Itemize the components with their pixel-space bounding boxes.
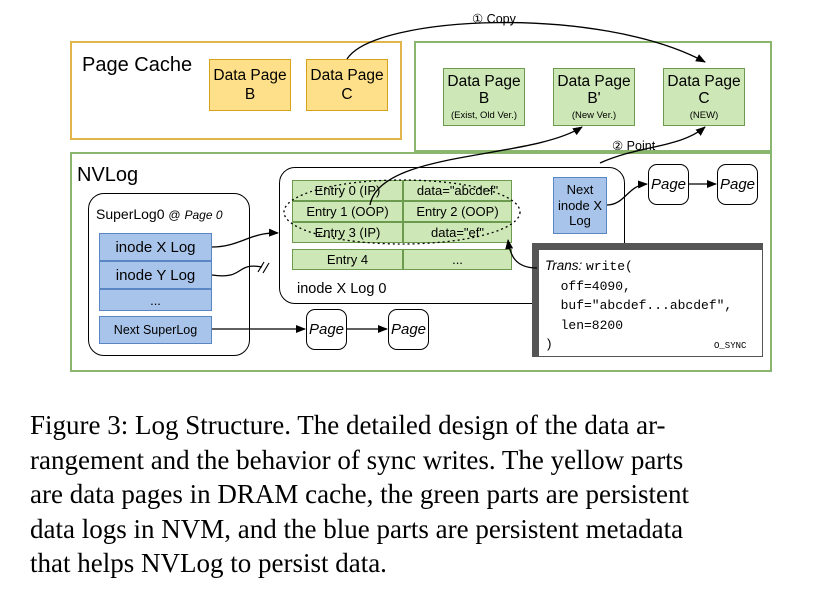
nvm-data-page-b-note: (Exist, Old Ver.) <box>451 110 517 121</box>
next-inode-line-3: Log <box>569 213 591 229</box>
dram-data-page-c: Data Page C <box>306 59 388 111</box>
transaction-trans: Trans: <box>545 258 583 273</box>
nvm-data-page-c: Data Page C (NEW) <box>663 68 745 126</box>
caption-line-2: rangement and the behavior of sync write… <box>30 444 684 475</box>
copy-arrow <box>346 21 706 63</box>
superlog-title-page: Page 0 <box>184 208 223 222</box>
page-box-superlog-1: Page <box>306 309 347 350</box>
page-cache-frame <box>70 41 402 140</box>
nvm-data-page-b-prime-id: B' <box>587 90 601 107</box>
nvm-data-page-b-prime-note: (New Ver.) <box>571 110 617 121</box>
next-inode-line-2: inode X <box>557 197 603 213</box>
nvm-data-page-c-id: C <box>698 90 710 107</box>
superlog-item-next-superlog: Next SuperLog <box>99 316 212 344</box>
transaction-line-3: len=8200 <box>545 318 624 333</box>
caption-line-4: data logs in NVM, and the blue parts are… <box>30 513 684 544</box>
transaction-flag: O_SYNC <box>714 341 747 351</box>
caption-line-5: that helps NVLog to persist data. <box>30 548 387 578</box>
log-entry-1: Entry 1 (OOP) <box>292 201 403 222</box>
superlog-item-ellipsis: ... <box>99 289 212 311</box>
transaction-box <box>538 249 763 357</box>
log-entry-2: Entry 2 (OOP) <box>403 201 512 222</box>
transaction-line-4: ) <box>545 337 553 352</box>
page-box-inode-1: Page <box>648 164 689 205</box>
transaction-label: Trans: write( <box>545 258 633 274</box>
dram-data-page-b-id: B <box>244 86 256 103</box>
dram-data-page-c-label: Data Page <box>310 67 384 84</box>
nvm-data-page-b-prime: Data Page B' (New Ver.) <box>553 68 635 126</box>
nvm-data-page-b-id: B <box>478 90 490 107</box>
page-box-superlog-2: Page <box>388 309 429 350</box>
transaction-link <box>505 239 538 269</box>
nvm-data-page-b-prime-label: Data Page <box>557 73 631 90</box>
inode-x-log-title: inode X Log 0 <box>297 281 387 297</box>
nvlog-title: NVLog <box>77 164 139 186</box>
superlog-title-at: @ <box>168 208 181 222</box>
transaction-line-0: write( <box>586 259 633 274</box>
log-entry-0-data: data="abcdef" <box>403 180 512 201</box>
caption-line-1: Figure 3: Log Structure. The detailed de… <box>30 410 666 440</box>
dram-data-page-b-label: Data Page <box>213 67 287 84</box>
figure-caption: Figure 3: Log Structure. The detailed de… <box>30 408 820 581</box>
log-entry-4: Entry 4 <box>292 249 403 270</box>
nvm-data-page-c-note: (NEW) <box>689 110 719 121</box>
log-entry-ellipsis: ... <box>403 249 512 270</box>
log-entry-3-data: data="ef" <box>403 222 512 243</box>
transaction-line-1: off=4090, <box>545 279 631 294</box>
next-inode-link <box>606 180 648 206</box>
nvlog-frame <box>70 152 772 372</box>
next-inode-x-log: Next inode X Log <box>553 177 607 234</box>
nvm-data-page-b: Data Page B (Exist, Old Ver.) <box>443 68 525 126</box>
superlog-title-name: SuperLog0 <box>96 206 165 222</box>
superlog-item-inode-x: inode X Log <box>99 233 212 261</box>
transaction-line-2: buf="abcdef...abcdef", <box>545 298 733 313</box>
caption-line-3: are data pages in DRAM cache, the green … <box>30 479 689 509</box>
page-cache-title: Page Cache <box>82 54 193 76</box>
nvm-data-page-b-label: Data Page <box>447 73 521 90</box>
dram-data-page-b: Data Page B <box>209 59 291 111</box>
superlog-title: SuperLog0 @ Page 0 <box>96 206 223 222</box>
log-entry-3: Entry 3 (IP) <box>292 222 403 243</box>
nvm-data-pages-frame <box>414 41 772 152</box>
page-box-inode-2: Page <box>717 164 758 205</box>
superlog-item-inode-y: inode Y Log <box>99 261 212 289</box>
point-arrow-b-prime <box>369 126 583 206</box>
dram-data-page-c-id: C <box>341 86 353 103</box>
inode-y-link <box>211 265 263 277</box>
sync-entries-ellipse <box>283 179 521 245</box>
nvm-data-page-c-label: Data Page <box>667 73 741 90</box>
next-inode-line-1: Next <box>566 182 594 198</box>
point-arrow-c <box>599 126 706 164</box>
connector-layer <box>211 21 717 333</box>
inode-x-link <box>211 228 279 248</box>
